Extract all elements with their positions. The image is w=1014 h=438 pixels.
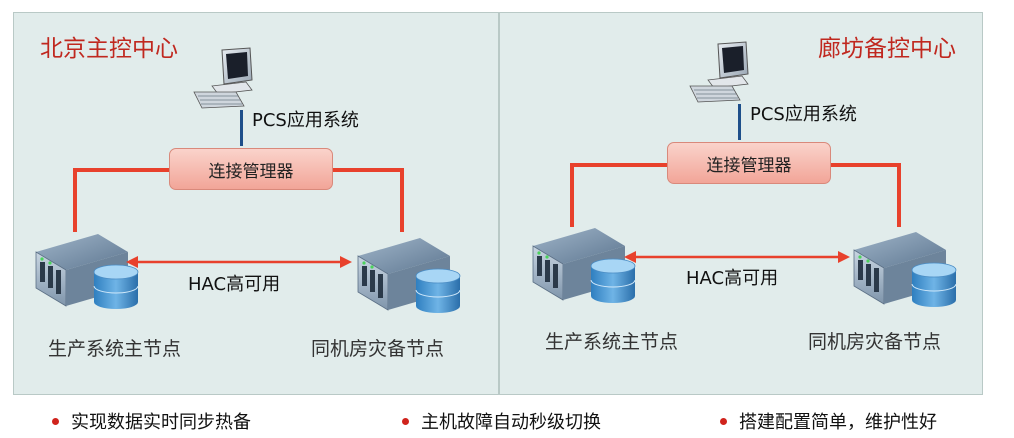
panel-title: 廊坊备控中心 — [818, 29, 956, 63]
bullet-icon — [720, 418, 727, 425]
connection-manager-box: 连接管理器 — [667, 142, 831, 184]
hac-label: HAC高可用 — [686, 264, 778, 290]
connection-manager-label: 连接管理器 — [209, 157, 294, 182]
panel-title: 北京主控中心 — [40, 29, 178, 63]
pcs-link-line — [240, 110, 243, 146]
pcs-label: PCS应用系统 — [750, 100, 857, 126]
connection-line — [570, 163, 574, 227]
connection-line — [73, 168, 169, 172]
backup-node-label: 同机房灾备节点 — [311, 334, 444, 361]
bullet-icon — [402, 418, 409, 425]
connection-line — [333, 168, 403, 172]
connection-manager-box: 连接管理器 — [169, 148, 333, 190]
connection-line — [897, 163, 901, 227]
computer-icon — [192, 46, 256, 112]
connection-line — [400, 168, 404, 232]
server-icon — [28, 228, 140, 312]
bullet-icon — [52, 418, 59, 425]
pcs-label: PCS应用系统 — [252, 106, 359, 132]
double-arrow-icon — [624, 249, 850, 265]
feature-list: 实现数据实时同步热备 主机故障自动秒级切换 搭建配置简单，维护性好 — [0, 408, 1014, 438]
primary-node-label: 生产系统主节点 — [48, 334, 181, 361]
connection-line — [570, 163, 667, 167]
hac-label: HAC高可用 — [188, 270, 280, 296]
connection-line — [73, 168, 77, 232]
connection-manager-label: 连接管理器 — [707, 151, 792, 176]
backup-node-label: 同机房灾备节点 — [808, 327, 941, 354]
connection-line — [831, 163, 901, 167]
feature-item: 搭建配置简单，维护性好 — [720, 408, 937, 434]
server-icon — [846, 226, 958, 310]
feature-item: 主机故障自动秒级切换 — [402, 408, 601, 434]
computer-icon — [688, 40, 752, 106]
pcs-link-line — [738, 104, 741, 140]
feature-item: 实现数据实时同步热备 — [52, 408, 251, 434]
server-icon — [525, 222, 637, 306]
primary-node-label: 生产系统主节点 — [545, 327, 678, 354]
server-icon — [350, 232, 462, 316]
double-arrow-icon — [126, 254, 352, 270]
